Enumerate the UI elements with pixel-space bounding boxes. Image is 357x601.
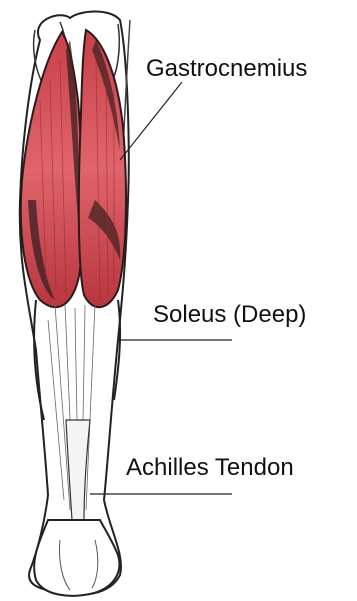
label-soleus: Soleus (Deep) [153,303,306,327]
heel-foot [34,520,119,596]
label-gastrocnemius: Gastrocnemius [146,57,307,81]
leader-line-gastrocnemius [120,82,182,160]
label-achilles-tendon: Achilles Tendon [126,456,294,480]
